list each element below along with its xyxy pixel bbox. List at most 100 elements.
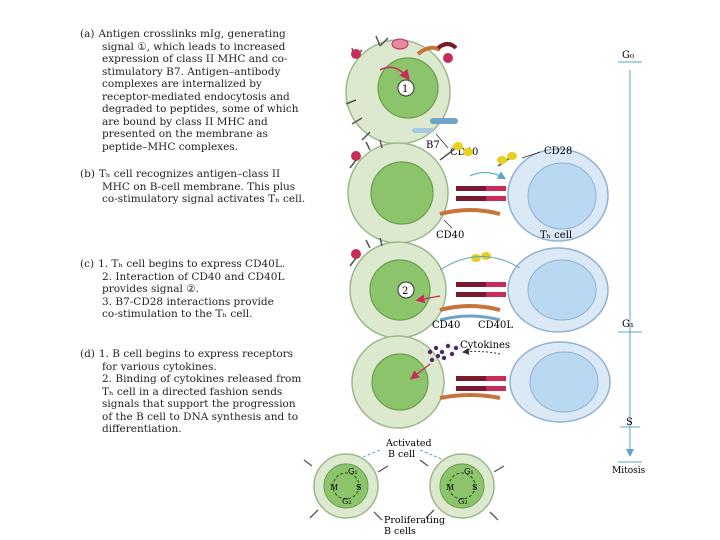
mig-receptor-set <box>345 99 371 141</box>
step-a-line: Antigen crosslinks mIg, generating <box>98 28 286 40</box>
step-a-line: degraded to peptides, some of which <box>102 103 299 115</box>
antigen-chain <box>436 42 458 50</box>
step-a-line: stimulatory B7. Antigen–antibody <box>102 65 281 78</box>
cycle-g1: G₁ <box>464 467 474 476</box>
antigen <box>351 249 361 259</box>
step-d-label: (d) <box>80 348 95 360</box>
step-d-line: Tₕ cell in a directed fashion sends <box>102 385 283 398</box>
step-c-text: (c)1. Tₕ cell begins to express CD40L. 2… <box>80 258 330 321</box>
step-a-line: are bound by class II MHC and <box>102 115 268 128</box>
mig-receptor-set <box>349 237 383 267</box>
cd28-molecule <box>507 152 517 160</box>
step-b-line: Tₕ cell recognizes antigen–class II <box>98 168 281 180</box>
cell-cycle-ring <box>332 472 360 500</box>
cd40-molecule <box>439 314 501 322</box>
mig-receptor <box>375 35 389 47</box>
signal-1-label: 1 <box>402 84 408 95</box>
cycle-s: S <box>356 483 361 492</box>
signal-arrow-d <box>409 363 431 380</box>
step-c-label: (c) <box>80 258 95 270</box>
cd40l-label: CD40L <box>478 320 513 331</box>
mhc-molecule <box>456 292 486 297</box>
internalized-complex <box>391 38 409 50</box>
signal-2-label: 2 <box>402 286 408 297</box>
tcr-molecule <box>486 196 506 201</box>
step-a-line: signal ①, which leads to increased <box>102 40 286 53</box>
step-a-line: receptor-mediated endocytosis and <box>102 90 290 103</box>
step-d-line: of the B cell to DNA synthesis and to <box>102 410 299 423</box>
b7-molecule <box>463 148 473 156</box>
th-cell-nucleus <box>529 351 599 413</box>
cycle-g2: G₂ <box>342 497 352 506</box>
cell-cycle-timeline: G₀ G₁ S Mitosis <box>612 50 646 476</box>
antigen <box>351 151 361 161</box>
cytokine-dots <box>427 343 459 363</box>
b7-molecule <box>453 142 463 150</box>
b7-molecule <box>471 254 481 262</box>
panel-d-cytokines: Cytokines Activated B cell <box>342 335 611 467</box>
step-d-line: 1. B cell begins to express receptors <box>98 348 294 360</box>
proliferating-cell-left: G₁ S M G₂ <box>303 453 389 521</box>
cd28-label: CD28 <box>544 146 572 157</box>
antigen <box>443 53 453 63</box>
antigen-chain <box>416 45 442 56</box>
signal-arc <box>439 256 521 271</box>
tcr-molecule <box>486 386 506 391</box>
step-a-label: (a) <box>80 28 95 40</box>
cd28-pointer <box>521 151 541 159</box>
b-cells-label: B cells <box>384 526 416 537</box>
cd40-pointer <box>443 219 453 229</box>
proliferating-cell-right: G₁ S M G₂ <box>419 453 505 521</box>
panel-c-interaction: 2 CD40 CD40L <box>349 237 609 339</box>
antigen <box>351 49 361 59</box>
cytokine-arrow <box>462 347 501 355</box>
activated-label: Activated <box>385 438 432 449</box>
signal-arrow <box>469 171 507 180</box>
step-d-line: differentiation. <box>102 423 182 435</box>
tcr-molecule <box>486 282 506 287</box>
step-a-text: (a)Antigen crosslinks mIg, generating si… <box>80 28 330 153</box>
endocytosis-arrow <box>379 66 410 81</box>
th-cell-label: Tₕ cell <box>540 230 572 241</box>
cd40l-molecule <box>439 393 501 400</box>
b7-label: B7 <box>426 140 440 151</box>
step-c-line: provides signal ②. <box>102 283 199 295</box>
cd40-label-c: CD40 <box>432 320 460 331</box>
step-d-text: (d)1. B cell begins to express receptors… <box>80 348 330 436</box>
step-d-line: 2. Binding of cytokines released from <box>102 373 302 385</box>
step-c-line: co-stimulation to the Tₕ cell. <box>102 308 253 320</box>
timeline-g1: G₁ <box>622 319 634 330</box>
b-cell-label: B cell <box>388 449 415 460</box>
timeline-g0: G₀ <box>622 50 634 61</box>
cd40l-molecule <box>439 304 501 312</box>
mig-receptor-set <box>349 139 383 169</box>
timeline-mitosis: Mitosis <box>612 466 646 476</box>
cycle-m: M <box>330 483 338 492</box>
panel-b-interaction: B7 CD28 CD40 Tₕ cell <box>347 139 609 244</box>
cycle-g2: G₂ <box>458 497 468 506</box>
b7-molecule <box>481 252 491 260</box>
cytokines-label: Cytokines <box>460 340 510 351</box>
b-cell-nucleus <box>370 161 434 225</box>
step-c-line: 1. Tₕ cell begins to express CD40L. <box>98 258 286 270</box>
b-cell-nucleus <box>371 353 429 411</box>
cd40-molecule <box>412 128 434 133</box>
step-b-line: co-stimulatory signal activates Tₕ cell. <box>102 193 306 205</box>
b7-stalk <box>439 147 457 161</box>
proliferating-label: Proliferating <box>384 515 445 526</box>
cd40-molecule <box>430 118 458 124</box>
timeline-s: S <box>626 417 633 428</box>
mig-receptor-set <box>419 459 505 521</box>
cycle-g1: G₁ <box>348 467 358 476</box>
tcr-molecule <box>486 376 506 381</box>
mig-receptor-set <box>303 459 389 521</box>
step-a-line: presented on the membrane as <box>102 128 268 140</box>
th-cell-nucleus <box>527 259 597 321</box>
b-cell-nucleus <box>439 463 485 509</box>
mhc-molecule <box>456 186 486 191</box>
step-a-line: complexes are internalized by <box>102 78 262 90</box>
b-cell-nucleus <box>323 463 369 509</box>
cycle-s: S <box>472 483 477 492</box>
cd40-pointer <box>435 133 449 149</box>
mhc-molecule <box>456 376 486 381</box>
